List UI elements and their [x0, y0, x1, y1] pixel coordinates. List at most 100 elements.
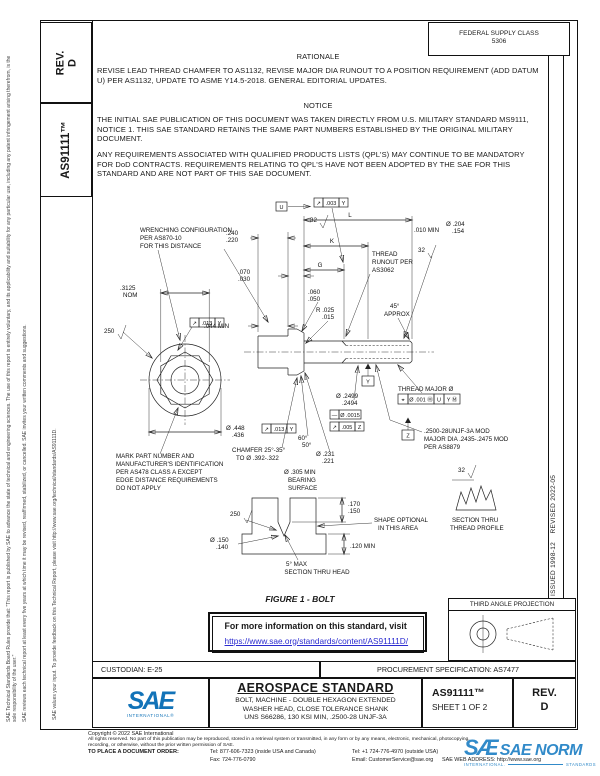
fcf-datum: Z: [358, 425, 362, 431]
mark-note-4: EDGE DISTANCE REQUIREMENTS: [116, 477, 218, 484]
datum-z-label: Z: [406, 434, 410, 440]
dim-nom-value: .3125: [120, 285, 136, 292]
bearing-note-1: Ø .305 MIN: [284, 469, 316, 476]
left-margin-legal: SAE Technical Standards Board Rules prov…: [6, 50, 29, 722]
dim-070-value2: .030: [238, 276, 251, 283]
thread-spec-3: PER AS8879: [424, 444, 461, 451]
fsc-line2: 5306: [491, 38, 507, 45]
fcf-symbol: ↗: [192, 321, 197, 327]
dim-010-label: .010 MIN: [414, 227, 439, 234]
datum-u-label: U: [280, 205, 284, 211]
sheet-border: [40, 20, 578, 730]
sae-logo: SAE: [127, 686, 175, 715]
fcf-shank-straightness: — Ø .0015: [329, 409, 362, 420]
info-box: For more information on this standard, v…: [208, 612, 427, 653]
rev-box: REV. D: [40, 22, 92, 103]
fcf-datum: Y: [218, 321, 222, 327]
dim-060-value2: .050: [308, 296, 321, 303]
wrenching-note-3: FOR THIS DISTANCE: [140, 243, 201, 250]
datum-z-flag: Z: [401, 417, 415, 441]
doc-number-vertical: AS91111™: [60, 121, 72, 179]
dim-044-label: .044 MIN: [204, 323, 229, 330]
dim-K-label: K: [330, 238, 335, 245]
fcf-tolerance: .013: [274, 427, 285, 433]
head-dia-value2: .436: [232, 432, 245, 439]
angle-50-label: 50°: [302, 442, 312, 449]
mark-note-2: MANUFACTURER'S IDENTIFICATION: [116, 461, 223, 468]
shank-dia-value1: Ø .2499: [336, 393, 359, 400]
fcf-tolerance: .005: [342, 425, 353, 431]
bearing-note-2: BEARING: [288, 477, 316, 484]
fcf-tolerance: .013: [202, 321, 213, 327]
rev-cell-value: D: [540, 701, 549, 713]
rationale-title: RATIONALE: [296, 52, 340, 61]
shape-note-2: IN THIS AREA: [378, 525, 419, 532]
norm-logo-prefix: SÆ: [464, 735, 499, 760]
thread-runout-note-3: AS3062: [372, 267, 395, 274]
datum-y-flag: Y: [361, 363, 375, 387]
procurement-cell: PROCUREMENT SPECIFICATION: AS7477: [320, 661, 576, 678]
section-thread-caption-1: SECTION THRU: [452, 517, 498, 524]
dim-L-label: L: [348, 212, 352, 219]
section-thru-head: 250 Ø .150 .140 5° MAX .170 .150 SHAPE O…: [210, 498, 429, 576]
notice-para1: THE INITIAL SAE PUBLICATION OF THIS DOCU…: [97, 115, 529, 144]
fcf-datum-1: U: [437, 398, 441, 404]
fcf-head-runout-bottom: ↗ .013 Y: [261, 423, 297, 434]
fcf-thread-major-position: ⌖ Ø .001 Ⓜ U Y Ⓜ: [398, 365, 461, 405]
dim-G-label: G: [318, 262, 323, 269]
title-line-1: BOLT, MACHINE - DOUBLE HEXAGON EXTENDED: [235, 697, 396, 704]
info-box-text: For more information on this standard, v…: [224, 620, 407, 631]
norm-logo-sub2: STANDARDS: [565, 762, 596, 767]
figure-caption: FIGURE 1 - BOLT: [265, 594, 335, 604]
lip-dia-value1: Ø .231: [316, 451, 335, 458]
left-margin-disclaimer-1: SAE Technical Standards Board Rules prov…: [6, 55, 19, 722]
dim-radius-value1: R .025: [316, 307, 335, 314]
right-strip-rule-inner: [548, 56, 549, 598]
fcf-thread-runout-top: ↗ .003 Y: [313, 197, 349, 262]
fcf-datum: Y: [290, 427, 294, 433]
footer-fax: Fax: 724-776-0790: [210, 757, 256, 763]
thread-major-label: THREAD MAJOR Ø: [398, 386, 454, 393]
section-head-caption: SECTION THRU HEAD: [284, 569, 350, 576]
norm-logo-text: SAE NORM: [499, 742, 583, 759]
standard-link[interactable]: https://www.sae.org/standards/content/AS…: [224, 635, 409, 646]
recess-depth-value2: .150: [348, 508, 361, 515]
fsc-box: FEDERAL SUPPLY CLASS 5306: [428, 22, 570, 56]
shape-note-1: SHAPE OPTIONAL: [374, 517, 429, 524]
thread-spec-1: .2500-28UNJF-3A MOD: [424, 428, 490, 435]
fcf-symbol: —: [332, 413, 338, 419]
dim-45-value: 45°: [390, 303, 400, 310]
notice-title: NOTICE: [303, 101, 333, 110]
section-thread-caption-2: THREAD PROFILE: [450, 525, 504, 532]
notice-para2: ANY REQUIREMENTS ASSOCIATED WITH QUALIFI…: [97, 150, 525, 179]
issued-revised-strip: ISSUED 1998-12 REVISED 2022-05: [550, 300, 562, 596]
custodian-cell: CUSTODIAN: E-25: [92, 661, 320, 678]
angle-60-label: 60°: [298, 435, 308, 442]
dim-204-value1: Ø .204: [446, 221, 465, 228]
fcf-symbol: ⌖: [401, 398, 404, 404]
dim-204-value2: .154: [452, 228, 465, 235]
dim-240-value2: .220: [226, 237, 239, 244]
right-strip-rule-outer: [563, 56, 564, 598]
thread-spec-2: MAJOR DIA .2435-.2475 MOD: [424, 436, 509, 443]
dim-45-label: APPROX: [384, 311, 410, 318]
surface-finish-32-section: 32: [458, 467, 465, 474]
third-angle-projection-icon: [469, 615, 554, 653]
rev-cell-label: REV.: [532, 687, 557, 699]
doc-number-box: AS91111™: [40, 103, 92, 197]
section-thru-thread: 32 SECTION THRU THREAD PROFILE: [450, 464, 504, 532]
footer-order-label: TO PLACE A DOCUMENT ORDER:: [88, 749, 179, 755]
projection-box: THIRD ANGLE PROJECTION: [448, 598, 576, 661]
hole-dia-value2: .140: [216, 544, 229, 551]
footer-rights-1: All rights reserved. No part of this pub…: [88, 737, 470, 742]
mark-note-1: MARK PART NUMBER AND: [116, 453, 195, 460]
lip-dia-value2: .221: [322, 458, 335, 465]
doc-number-cell: AS91111™ SHEET 1 OF 2: [422, 678, 513, 728]
datum-y-label: Y: [366, 380, 370, 386]
left-margin-disclaimer-2: SAE reviews each technical report at lea…: [22, 324, 28, 722]
dim-radius-value2: .015: [322, 314, 335, 321]
fcf-shank-runout: ↗ .005 Z: [329, 421, 365, 432]
fcf-tolerance: .003: [326, 201, 337, 207]
norm-logo-sub1: INTERNATIONAL.: [464, 762, 506, 767]
